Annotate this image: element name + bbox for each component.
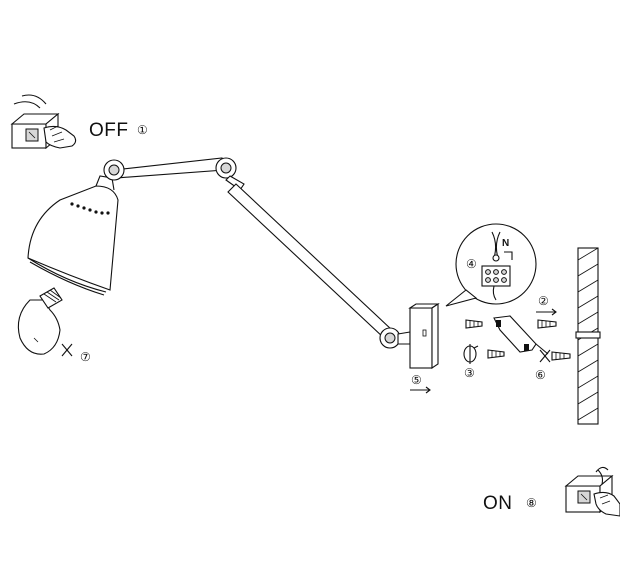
step-7-number: ⑦ [80,350,91,364]
switch-box-off-icon [10,94,77,150]
wall-section [575,247,601,425]
light-bulb-icon [17,287,73,357]
wiring-callout [445,223,537,307]
upper-arm [103,157,245,191]
step-8-number: ⑧ [526,496,537,510]
switch-box-on-icon [564,466,620,517]
wall-plug-icon [537,319,571,363]
on-label: ON [483,493,513,514]
step-2-number: ② [538,294,549,308]
lower-arm [227,183,411,349]
screw-icon [465,319,505,359]
mounting-bracket [493,315,549,355]
lamp-shade [27,175,119,296]
off-label: OFF [89,120,129,141]
neutral-terminal-label: N [502,238,510,249]
step-6-number: ⑥ [535,368,546,382]
step-3-number: ③ [464,366,475,380]
wall-plate [408,302,440,370]
step-1-number: ① [137,123,148,137]
arrow-icon [410,308,557,394]
rotate-icon [463,344,479,364]
step-5-number: ⑤ [411,373,422,387]
step-4-number: ④ [466,257,477,271]
